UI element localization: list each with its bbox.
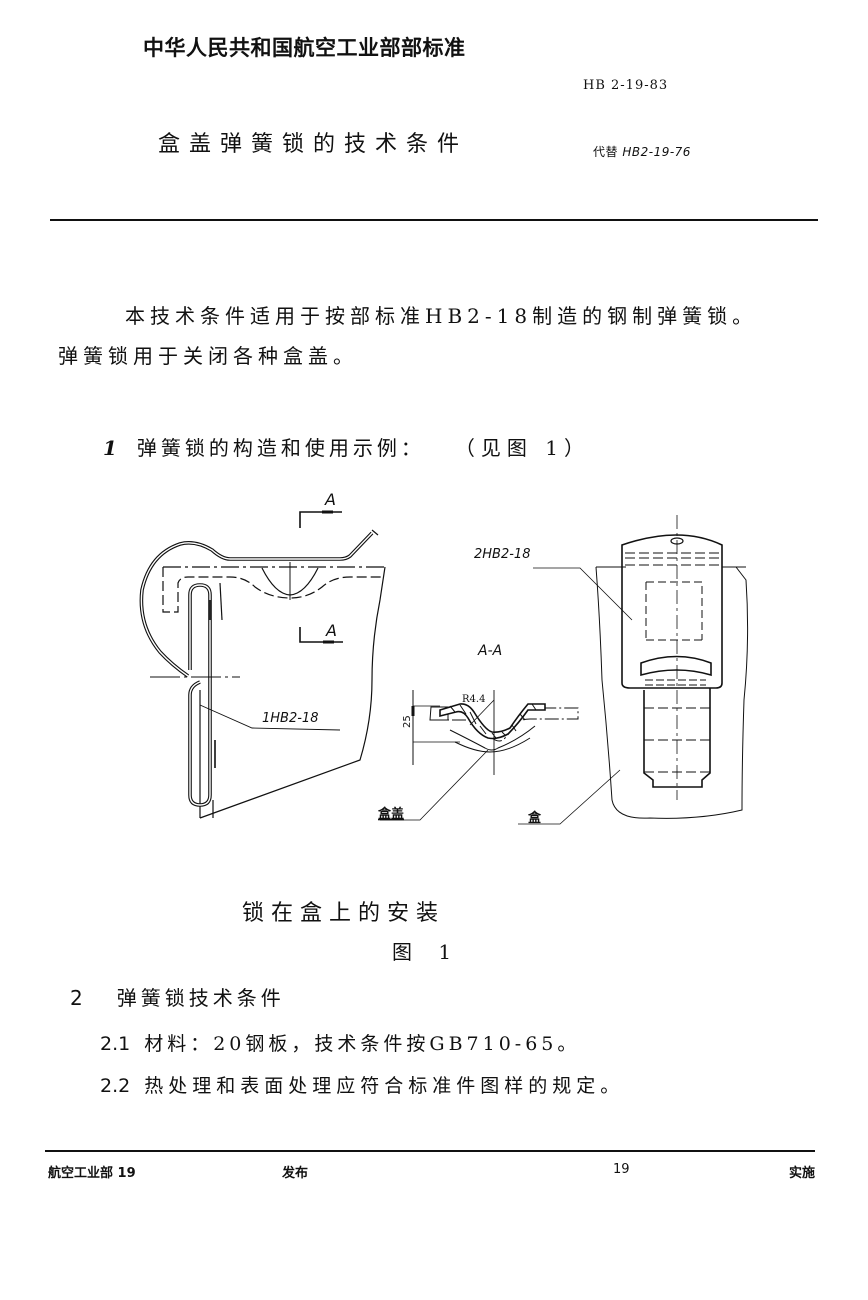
replaces-label: 代替: [593, 145, 619, 159]
header-divider: [50, 219, 818, 221]
section-1-text: 弹簧锁的构造和使用示例：: [136, 436, 425, 460]
clause-2-1: 2.1 材料：20钢板，技术条件按GB710-65。: [100, 1029, 580, 1056]
figure-labels: A A 1HB2-18 2HB2-18 A-A R4.4 25 盒盖 盒: [262, 490, 542, 826]
radius-label: R4.4: [462, 694, 485, 705]
left-view: [139, 510, 386, 819]
footer-issuer: 航空工业部 19: [48, 1166, 136, 1181]
figure-number: 图 1: [392, 940, 462, 964]
footer-divider: [45, 1150, 815, 1152]
lid-label: 盒盖: [378, 806, 404, 822]
section-mark-top-label: A: [324, 490, 336, 509]
clause-2-1-text: 材料：20钢板，技术条件按GB710-65。: [144, 1033, 581, 1055]
part-2-label: 2HB2-18: [474, 547, 530, 562]
dimension-label: 25: [402, 715, 413, 728]
clause-2-2-number: 2.2: [100, 1075, 131, 1097]
standard-number: HB 2-19-83: [583, 78, 669, 93]
clause-2-2-text: 热处理和表面处理应符合标准件图样的规定。: [144, 1075, 625, 1097]
figure-1-drawing: A A 1HB2-18 2HB2-18 A-A R4.4 25 盒盖 盒: [139, 490, 749, 826]
intro-paragraph-line2: 弹簧锁用于关闭各种盒盖。: [58, 344, 358, 368]
box-label: 盒: [528, 810, 542, 826]
issuing-organization: 中华人民共和国航空工业部部标准: [143, 36, 466, 60]
section-view-label: A-A: [477, 643, 502, 659]
figure-reference: （见图 1）: [464, 436, 591, 460]
section-mark-bottom-label: A: [325, 621, 337, 640]
intro-paragraph-line1: 本技术条件适用于按部标准HB2-18制造的钢制弹簧锁。: [125, 304, 758, 328]
right-view: [533, 515, 749, 819]
footer-issued-label: 发布: [282, 1166, 309, 1181]
section-a-a-view: [380, 690, 621, 825]
footer-year: 19: [613, 1162, 630, 1177]
part-1-label: 1HB2-18: [262, 711, 318, 726]
section-2-title: 弹簧锁技术条件: [116, 986, 285, 1010]
section-2-number: 2: [70, 986, 87, 1010]
replaces-number: HB2-19-76: [622, 145, 691, 159]
section-2-heading: 2 弹簧锁技术条件: [70, 982, 285, 1011]
figure-caption: 锁在盒上的安装: [242, 901, 446, 926]
footer-effective-label: 实施: [789, 1166, 816, 1181]
section-1-heading: 1 弹簧锁的构造和使用示例： （见图 1）: [103, 432, 590, 461]
section-1-number: 1: [103, 436, 121, 460]
clause-2-1-number: 2.1: [100, 1033, 131, 1055]
clause-2-2: 2.2 热处理和表面处理应符合标准件图样的规定。: [100, 1071, 624, 1098]
replaces-standard: 代替 HB2-19-76: [593, 143, 691, 160]
document-title: 盒盖弹簧锁的技术条件: [158, 132, 469, 157]
